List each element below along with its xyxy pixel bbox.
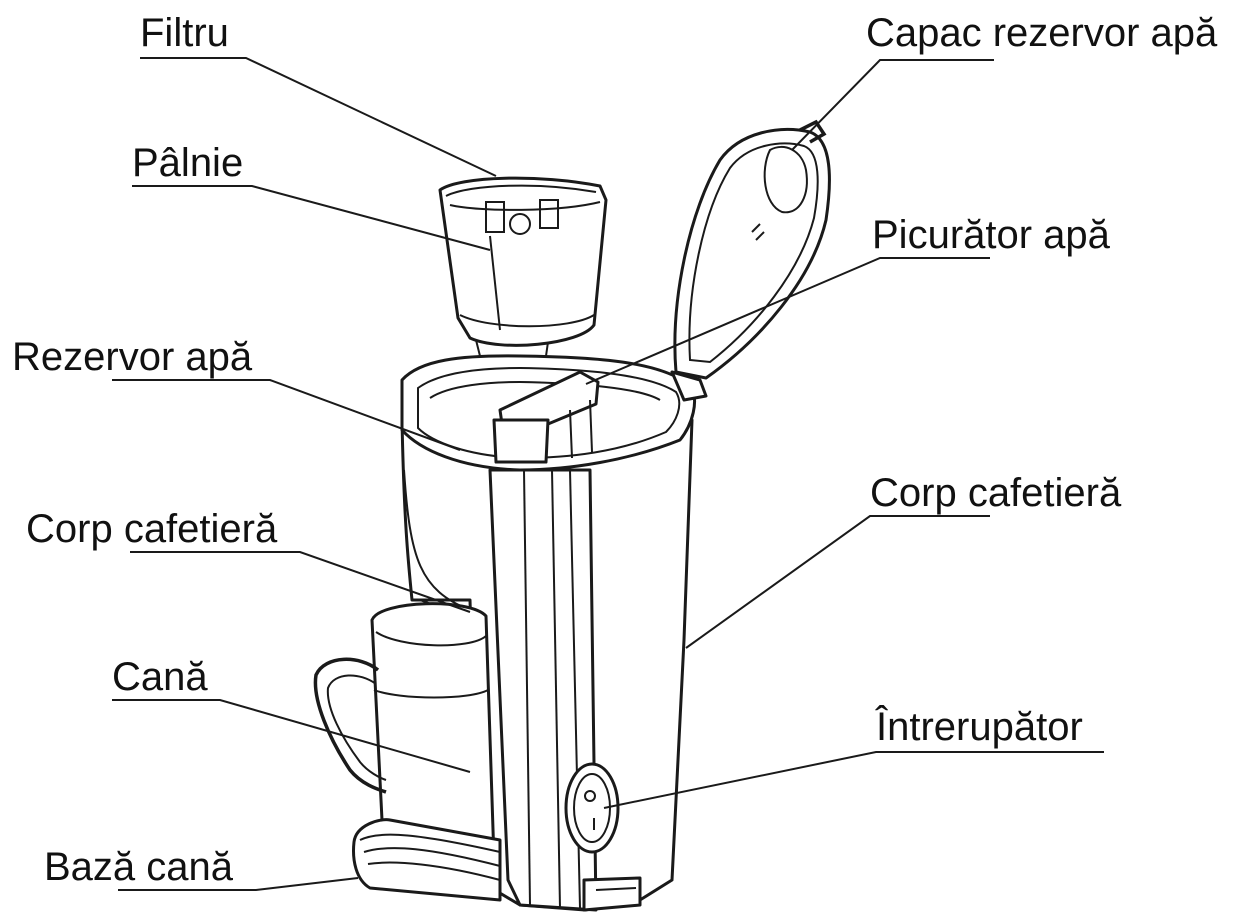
reservoir-rim bbox=[400, 354, 696, 472]
label-filtru: Filtru bbox=[140, 11, 229, 55]
label-rezervor-apa: Rezervor apă bbox=[12, 335, 253, 379]
label-cana: Cană bbox=[112, 655, 208, 699]
leader-baza bbox=[118, 877, 359, 891]
leader-corp-left bbox=[130, 551, 471, 613]
power-switch bbox=[564, 762, 620, 854]
funnel bbox=[438, 176, 608, 357]
leader-cana bbox=[112, 699, 471, 773]
label-picurator-apa: Picurător apă bbox=[872, 213, 1110, 257]
leader-palnie bbox=[132, 185, 491, 251]
leader-rezervor bbox=[112, 379, 461, 451]
coffee-maker-body bbox=[400, 418, 694, 912]
label-corp-cafetiera-right: Corp cafetieră bbox=[870, 471, 1122, 515]
label-capac-rezervor-apa: Capac rezervor apă bbox=[866, 11, 1218, 55]
leader-picurator bbox=[585, 257, 990, 385]
leader-filtru bbox=[140, 57, 497, 177]
leader-intrerupator bbox=[603, 751, 1104, 809]
leader-capac bbox=[791, 59, 994, 151]
mug bbox=[313, 602, 496, 871]
label-palnie: Pâlnie bbox=[132, 141, 244, 185]
body-foot bbox=[582, 876, 642, 912]
leader-corp-right bbox=[685, 515, 990, 649]
cup-base bbox=[352, 818, 502, 902]
leader-lines bbox=[112, 57, 1104, 891]
label-intrerupator: Întrerupător bbox=[876, 705, 1083, 749]
label-baza-cana: Bază cană bbox=[44, 845, 234, 889]
reservoir-lid bbox=[670, 119, 831, 402]
label-corp-cafetiera-left: Corp cafetieră bbox=[26, 507, 278, 551]
